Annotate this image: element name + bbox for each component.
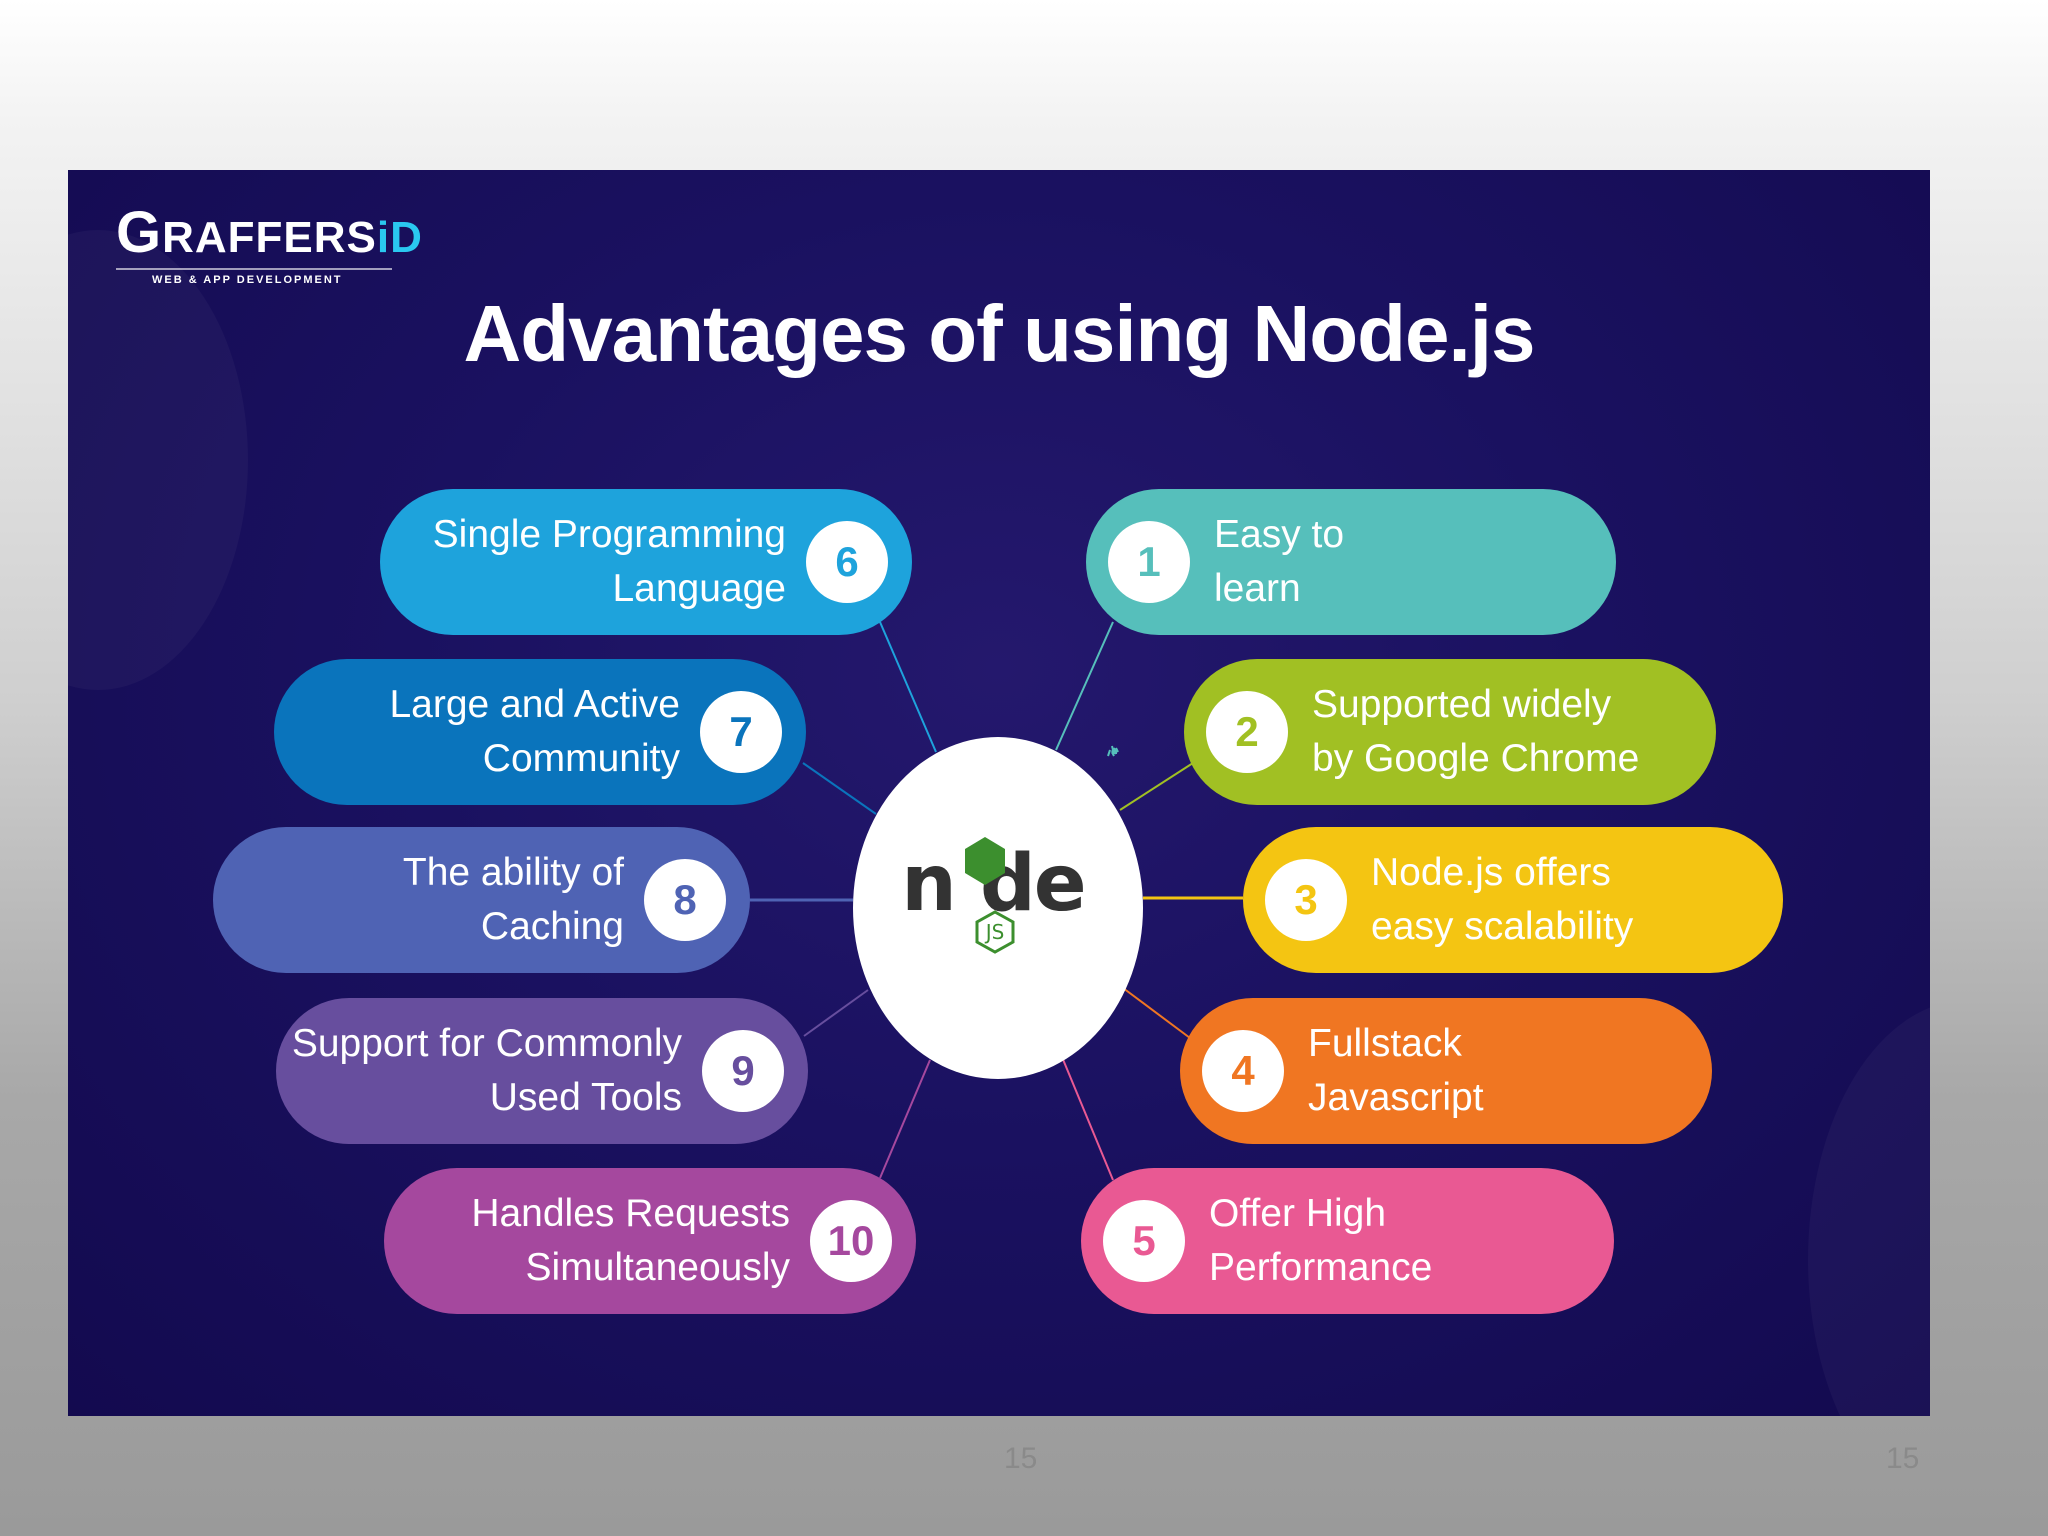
item-label: Support for Commonly Used Tools — [276, 1017, 702, 1125]
advantage-item-6: 6 Single Programming Language — [380, 489, 912, 635]
item-number-badge: 4 — [1202, 1030, 1284, 1112]
item-label-text: Easy to learn — [1214, 513, 1345, 610]
item-label-text: Large and Active Community — [389, 683, 680, 780]
advantage-item-5: 5 Offer High Performance — [1081, 1168, 1614, 1314]
logo-tagline: WEB & APP DEVELOPMENT — [116, 268, 392, 286]
connector-to-item-9 — [803, 989, 869, 1037]
item-number-badge: 9 — [702, 1030, 784, 1112]
item-number-badge: 5 — [1103, 1200, 1185, 1282]
advantage-item-1: 1 Easy to learn — [1086, 489, 1616, 635]
item-number-badge: 1 — [1108, 521, 1190, 603]
logo-accent: iD — [376, 213, 423, 262]
slide-title: Advantages of using Node.js — [463, 289, 1536, 378]
item-label-text: Node.js offers easy scalability — [1371, 851, 1634, 948]
advantage-item-9: 9 Support for Commonly Used Tools — [276, 998, 808, 1144]
item-label-text: The ability of Caching — [402, 851, 624, 948]
item-label-text: Support for Commonly Used Tools — [291, 1022, 682, 1119]
advantage-item-10: 10 Handles Requests Simultaneously — [384, 1168, 916, 1314]
connector-to-item-2 — [1119, 762, 1194, 811]
item-number-badge: 3 — [1265, 859, 1347, 941]
item-label: Easy to learn — [1190, 508, 1616, 616]
item-label: Node.js offers easy scalability — [1347, 846, 1783, 954]
item-label: Handles Requests Simultaneously — [384, 1187, 810, 1295]
item-number-badge: 10 — [810, 1200, 892, 1282]
item-label-text: Single Programming Language — [432, 513, 786, 610]
connector-to-item-10 — [879, 1059, 931, 1179]
item-label: Fullstack Javascript — [1284, 1017, 1712, 1125]
connector-to-item-4 — [1122, 987, 1191, 1039]
logo-wordmark: GRAFFERSiD — [116, 204, 423, 262]
connector-easy — [1107, 749, 1111, 757]
connector-lines — [750, 621, 1243, 1181]
connector-to-item-5 — [1061, 1056, 1114, 1181]
page-number-right: 15 — [1886, 1442, 1920, 1475]
item-label-text: Fullstack Javascript — [1308, 1022, 1484, 1119]
item-label-text: Handles Requests Simultaneously — [471, 1192, 790, 1289]
nodejs-logo-icon: n de JS — [901, 837, 1087, 954]
item-label-text: Supported widely by Google Chrome — [1312, 683, 1640, 780]
advantage-item-3: 3 Node.js offers easy scalability — [1243, 827, 1783, 973]
item-label: The ability of Caching — [213, 846, 644, 954]
node-js-badge-text: JS — [984, 920, 1005, 944]
connector-easy-to-learn — [1111, 751, 1115, 757]
item-number-badge: 2 — [1206, 691, 1288, 773]
connector-to-item-1 — [1055, 621, 1114, 751]
page-number-center: 15 — [1004, 1442, 1038, 1475]
item-label: Offer High Performance — [1185, 1187, 1614, 1295]
logo-text: RAFFERS — [162, 213, 377, 262]
slide: GRAFFERSiD WEB & APP DEVELOPMENT Advanta… — [68, 170, 1930, 1416]
advantage-item-4: 4 Fullstack Javascript — [1180, 998, 1712, 1144]
item-label: Single Programming Language — [380, 508, 806, 616]
item-number-badge: 6 — [806, 521, 888, 603]
logo-initial: G — [116, 200, 163, 265]
connector-to-item-6 — [879, 621, 937, 753]
item-label: Supported widely by Google Chrome — [1288, 678, 1716, 786]
line-item-1 — [1111, 747, 1115, 753]
item-label-text: Offer High Performance — [1209, 1192, 1433, 1289]
advantage-item-8: 8 The ability of Caching — [213, 827, 750, 973]
item-number-badge: 7 — [700, 691, 782, 773]
item-label: Large and Active Community — [274, 678, 700, 786]
advantage-item-7: 7 Large and Active Community — [274, 659, 806, 805]
advantage-item-2: 2 Supported widely by Google Chrome — [1184, 659, 1716, 805]
nodejs-hub: n de JS — [853, 737, 1143, 1079]
node-hexagon-icon — [965, 837, 1005, 885]
graffersid-logo: GRAFFERSiD WEB & APP DEVELOPMENT — [116, 204, 423, 286]
item-number-badge: 8 — [644, 859, 726, 941]
node-js-badge-icon — [975, 910, 1015, 954]
connector-to-item-7 — [802, 762, 877, 815]
